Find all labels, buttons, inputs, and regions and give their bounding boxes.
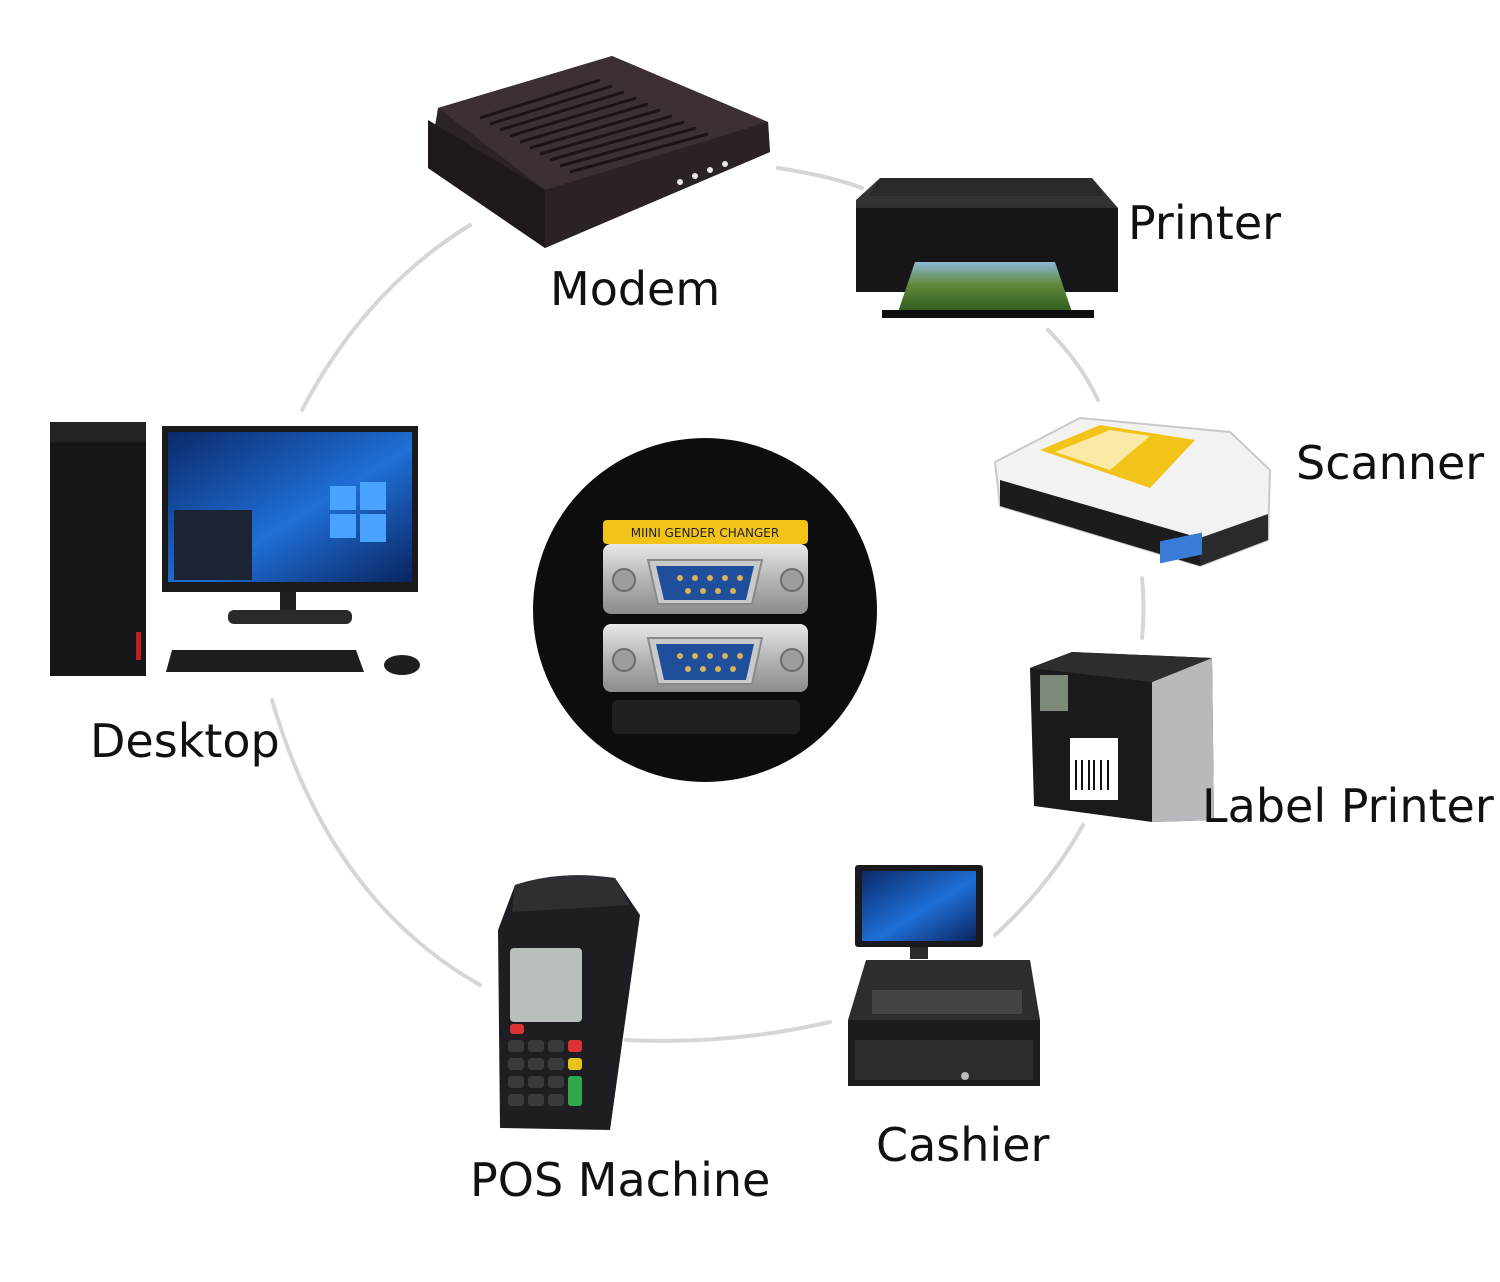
ring-arc-label-cashier — [993, 823, 1085, 937]
ring-arc-modem-printer — [776, 166, 864, 190]
cash-register-icon — [848, 865, 1040, 1086]
ring-arc-cashier-pos — [624, 1020, 832, 1043]
device-label-scanner: Scanner — [1296, 436, 1485, 490]
ring-arc-pos-desktop — [270, 698, 482, 987]
device-label-pos-machine: POS Machine — [470, 1153, 771, 1207]
modem-icon — [428, 56, 770, 248]
printer-icon — [856, 178, 1118, 318]
connection-ring — [270, 166, 1146, 1043]
device-label-desktop: Desktop — [90, 714, 280, 768]
adapter-label: MIINI GENDER CHANGER — [631, 526, 779, 540]
ring-arc-desktop-modem — [300, 223, 472, 412]
device-label-modem: Modem — [550, 262, 721, 316]
device-label-printer: Printer — [1128, 196, 1282, 250]
gender-changer-adapter: MIINI GENDER CHANGER — [533, 438, 877, 782]
ring-arc-scanner-label — [1140, 576, 1146, 640]
scanner-icon — [993, 416, 1272, 568]
pos-terminal-icon — [498, 875, 640, 1130]
label-printer-icon — [1030, 652, 1214, 822]
device-label-cashier: Cashier — [876, 1118, 1050, 1172]
device-label-label-printer: Label Printer — [1202, 779, 1494, 833]
ring-arc-printer-scanner — [1046, 328, 1100, 402]
desktop-computer-icon — [50, 422, 420, 676]
